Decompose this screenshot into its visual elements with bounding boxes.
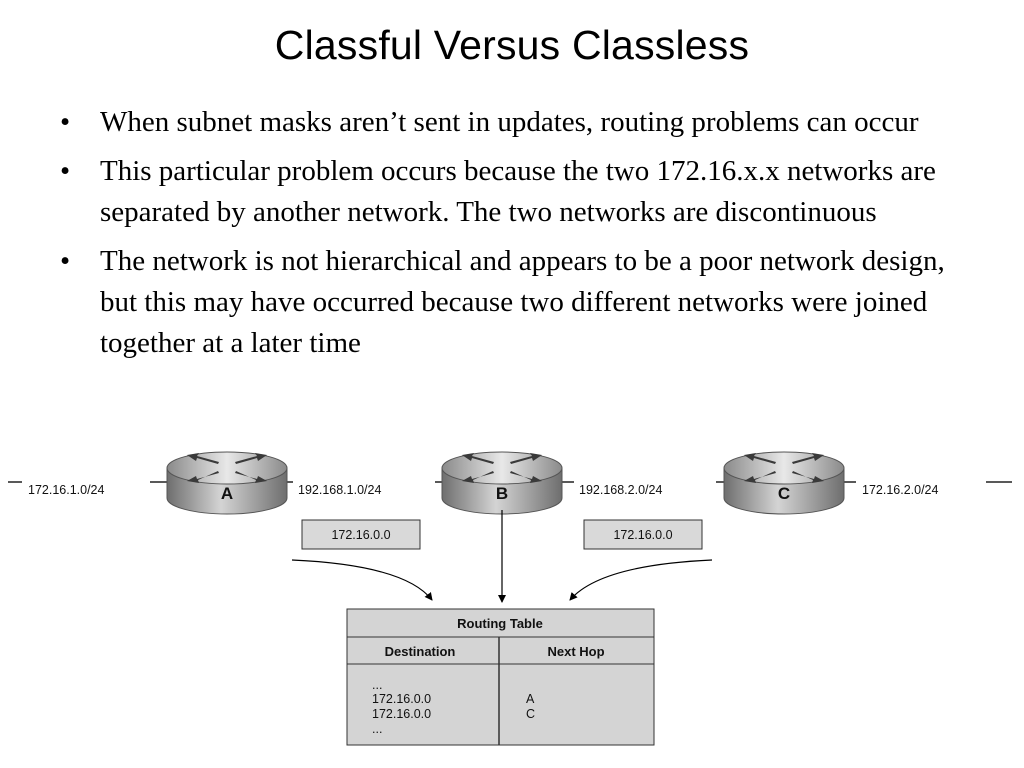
- table-cell: ...: [372, 678, 382, 692]
- network-label: 172.16.1.0/24: [28, 483, 105, 497]
- bullet-dot: •: [60, 245, 71, 277]
- table-cell: 172.16.0.0: [372, 692, 431, 706]
- router-c-icon: C: [723, 451, 845, 515]
- bullet-list: • When subnet masks aren’t sent in update…: [60, 102, 980, 372]
- table-cell: A: [526, 692, 535, 706]
- update-box-left: 172.16.0.0: [301, 519, 421, 550]
- column-header: Destination: [385, 644, 456, 659]
- slide-title: Classful Versus Classless: [274, 22, 750, 68]
- routing-table-title: Routing Table: [457, 616, 543, 631]
- arrow-icon: [569, 559, 713, 601]
- router-label: C: [778, 484, 790, 503]
- bullet-item: • When subnet masks aren’t sent in update…: [60, 102, 980, 143]
- bullet-text: This particular problem occurs because t…: [100, 155, 936, 228]
- router-a-icon: A: [166, 451, 288, 515]
- router-label: A: [221, 484, 233, 503]
- routing-table: Routing Table Destination Next Hop ... 1…: [346, 608, 655, 746]
- table-cell: ...: [372, 722, 382, 736]
- network-label: 172.16.2.0/24: [862, 483, 939, 497]
- bullet-dot: •: [60, 106, 71, 138]
- network-label: 192.168.1.0/24: [298, 483, 381, 497]
- bullet-item: • The network is not hierarchical and app…: [60, 241, 980, 364]
- update-label: 172.16.0.0: [331, 528, 390, 542]
- router-b-icon: B: [441, 451, 563, 515]
- bullet-dot: •: [60, 155, 71, 187]
- column-header: Next Hop: [547, 644, 604, 659]
- table-cell: 172.16.0.0: [372, 707, 431, 721]
- table-cell: C: [526, 707, 535, 721]
- network-label: 192.168.2.0/24: [579, 483, 662, 497]
- bullet-text: When subnet masks aren’t sent in updates…: [100, 106, 919, 138]
- bullet-text: The network is not hierarchical and appe…: [100, 245, 945, 359]
- router-label: B: [496, 484, 508, 503]
- update-box-right: 172.16.0.0: [583, 519, 703, 550]
- arrow-icon: [291, 559, 433, 601]
- bullet-item: • This particular problem occurs because …: [60, 151, 980, 233]
- update-label: 172.16.0.0: [613, 528, 672, 542]
